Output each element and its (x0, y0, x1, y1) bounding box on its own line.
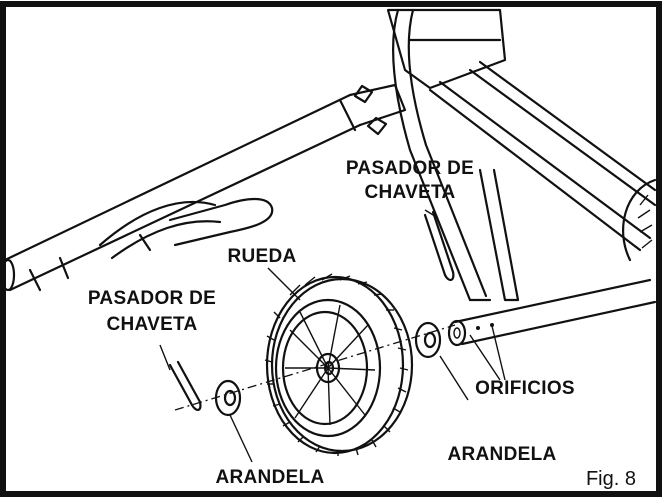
figure-number: Fig. 8 (586, 468, 636, 490)
label-wheel: RUEDA (227, 246, 296, 267)
washer-right (414, 321, 442, 359)
wheel (264, 273, 414, 456)
label-cotter-pin-left-line2: CHAVETA (106, 314, 197, 335)
label-washer-right: ARANDELA (447, 444, 556, 465)
label-cotter-pin-left-line1: PASADOR DE (88, 288, 216, 309)
cotter-pin-left (168, 360, 202, 411)
washer-left (214, 379, 242, 417)
label-cotter-pin-top-line1: PASADOR DE (346, 158, 474, 179)
label-washer-bottom: ARANDELA (215, 467, 324, 488)
label-cotter-pin-top-line2: CHAVETA (364, 182, 455, 203)
label-holes: ORIFICIOS (475, 378, 575, 399)
handle-bar (0, 83, 407, 292)
cotter-pin-top (423, 210, 455, 282)
leader-lines (159, 209, 506, 463)
